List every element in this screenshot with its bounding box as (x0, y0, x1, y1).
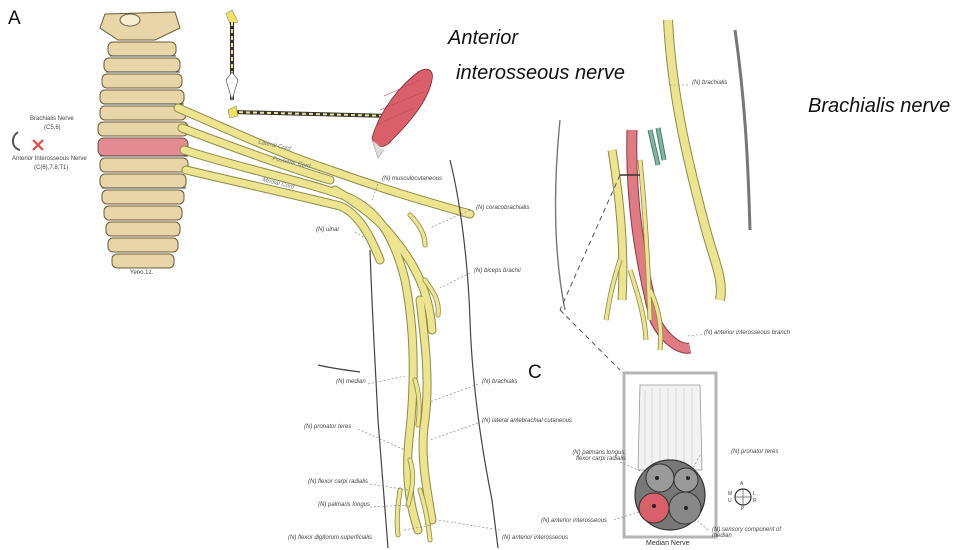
inset-b-label-brachialis: (N) brachialis (692, 80, 727, 86)
inset-c-label-sensory: (N) sensory component of median (712, 527, 782, 539)
label-pronator-teres: (N) pronator teres (304, 424, 351, 430)
spine-caption: Yeno.1z. (130, 270, 153, 276)
compass-l: L (753, 491, 756, 497)
label-coracobrachialis: (N) coracobrachialis (476, 205, 529, 211)
label-median: (N) median (336, 379, 366, 385)
inset-c-caption: Median Nerve (646, 540, 690, 547)
legend-brachialis-roots: (C5,6) (44, 125, 61, 131)
curved-arrow-icon (13, 132, 20, 150)
heading-anterior: Anterior (448, 27, 518, 50)
label-palmaris-longus: (N) palmaris longus (318, 502, 370, 508)
panel-label-c: C (528, 362, 542, 384)
label-ulnar: (N) ulnar (316, 227, 339, 233)
compass-a: A (740, 481, 743, 487)
label-lateral-antebrachial: (N) lateral antebrachial cutaneous (482, 418, 572, 424)
compass-m: M (728, 491, 732, 497)
panel-label-a: A (8, 8, 21, 30)
cross-mark (33, 140, 43, 150)
orientation-compass (735, 489, 751, 505)
legend-ain-roots: (C(6),7,8,T1) (34, 165, 68, 171)
inset-b-label-ain-branch: (N) anterior interosseous branch (704, 330, 790, 336)
heading-brachialis-nerve: Brachialis nerve (808, 95, 950, 118)
label-brachialis: (N) brachialis (482, 379, 517, 385)
cervical-spine (98, 12, 188, 268)
legend-ain: Anterior Interosseous Nerve (12, 156, 87, 162)
inset-c-label-pronator-teres: (N) pronator teres (731, 449, 778, 455)
compass-u: U (728, 498, 732, 504)
inset-c-label-ain: (N) anterior interosseous (541, 518, 607, 524)
inset-c-label-pl-fcr: (N) palmaris longus; flexor carpi radial… (556, 450, 626, 462)
label-musculocutaneous: (N) musculocutaneous (382, 176, 442, 182)
brachialis-muscle (372, 69, 432, 158)
label-flexor-carpi-radialis: (N) flexor carpi radialis (308, 479, 368, 485)
heading-interosseous-nerve: interosseous nerve (456, 62, 625, 85)
compass-p: P (741, 506, 744, 512)
nerve-trunks (178, 108, 470, 540)
label-anterior-interosseous: (N) anterior interosseous (502, 535, 568, 541)
label-biceps-brachii: (N) biceps brachii (474, 268, 521, 274)
legend-brachialis-nerve: Brachialis Nerve (30, 116, 74, 122)
compass-r: R (753, 498, 757, 504)
label-fds: (N) flexor digitorum superficialis (288, 535, 372, 541)
neuron-schematic (226, 10, 392, 118)
